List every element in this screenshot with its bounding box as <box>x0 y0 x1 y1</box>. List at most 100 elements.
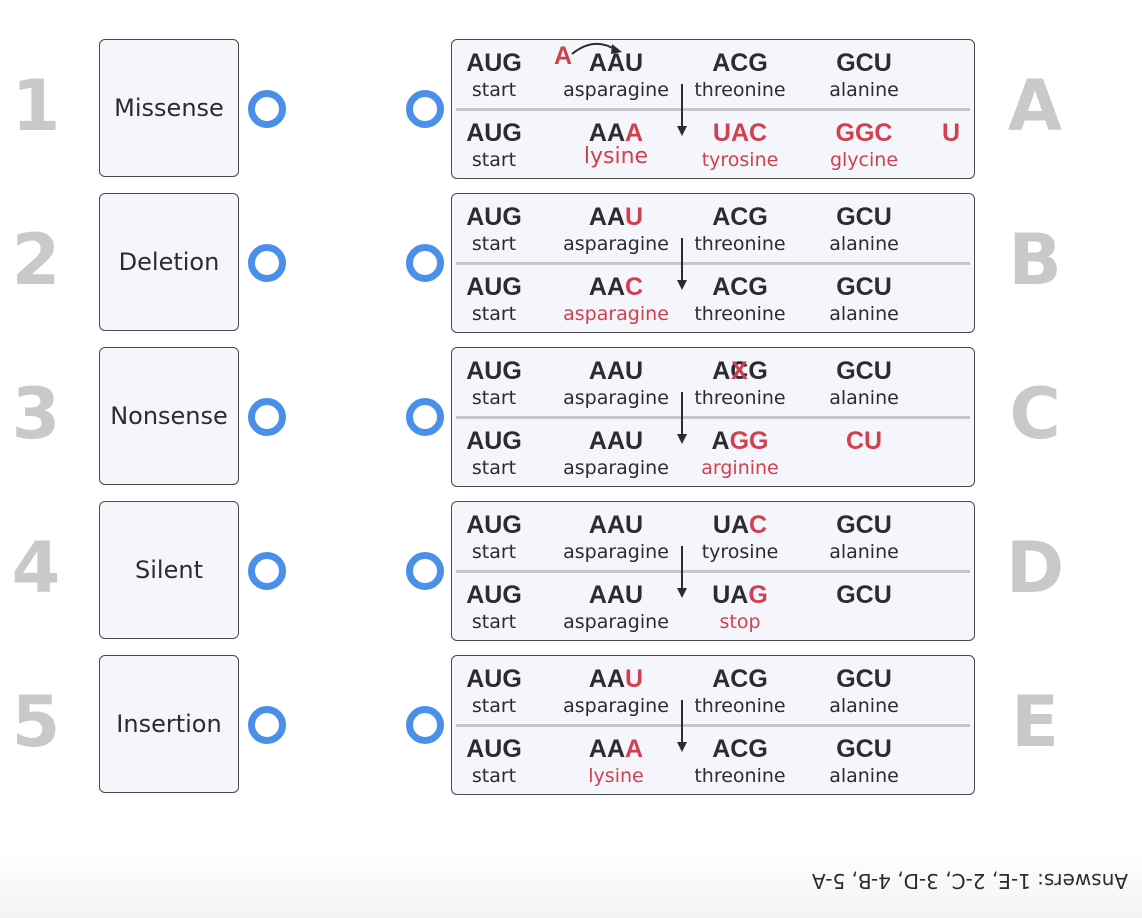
term-card[interactable]: Silent <box>99 501 239 639</box>
example-connector-dot[interactable] <box>406 90 444 128</box>
codon: GCU <box>804 203 924 231</box>
codon-base: C <box>625 273 644 301</box>
row-number: 4 <box>11 527 61 609</box>
amino-acid-label: threonine <box>694 303 786 325</box>
codon-base: AUG <box>466 665 522 693</box>
codon-base: GCU <box>836 581 892 609</box>
amino-acid-label: asparagine <box>563 303 669 325</box>
amino-acid-label: alanine <box>829 541 899 563</box>
amino-acid-label: asparagine <box>563 79 669 101</box>
amino-acid-label: alanine <box>829 303 899 325</box>
example-letter: C <box>1009 373 1061 455</box>
codon: AUG <box>434 665 554 693</box>
codon-base: CU <box>845 427 883 455</box>
amino-acid-label: start <box>471 765 517 787</box>
mutation-arrow-icon <box>677 238 687 290</box>
codon-base: GCU <box>836 357 892 385</box>
codon: CU <box>804 427 924 455</box>
codon-base: AA <box>588 273 626 301</box>
term-card[interactable]: Missense <box>99 39 239 177</box>
codon: ACG <box>680 273 800 301</box>
amino-acid-label: start <box>471 149 517 171</box>
amino-acid-label: asparagine <box>563 541 669 563</box>
row-divider <box>456 262 970 265</box>
deletion-mark: X <box>730 357 748 385</box>
row-divider <box>456 108 970 111</box>
codon: AAU <box>556 581 676 609</box>
codon: ACG <box>680 49 800 77</box>
codon-base: GCU <box>836 511 892 539</box>
amino-acid-label: threonine <box>694 765 786 787</box>
term-card[interactable]: Deletion <box>99 193 239 331</box>
example-connector-dot[interactable] <box>406 552 444 590</box>
example-connector-dot[interactable] <box>406 398 444 436</box>
row-number: 1 <box>11 65 61 147</box>
row-divider <box>456 724 970 727</box>
example-letter: B <box>1008 219 1062 301</box>
codon-base: AA <box>588 735 626 763</box>
codon-base: U <box>625 665 644 693</box>
term-connector-dot[interactable] <box>248 244 286 282</box>
row-number: 3 <box>11 373 61 455</box>
term-card[interactable]: Nonsense <box>99 347 239 485</box>
codon: GCU <box>804 273 924 301</box>
codon: AAA <box>556 735 676 763</box>
amino-acid-label: start <box>471 387 517 409</box>
codon: GCU <box>804 49 924 77</box>
codon: AUG <box>434 735 554 763</box>
mutation-arrow-icon <box>677 84 687 136</box>
amino-acid-label: asparagine <box>563 457 669 479</box>
codon-base: AAU <box>588 511 644 539</box>
row-divider <box>456 416 970 419</box>
codon: GCU <box>804 357 924 385</box>
term-connector-dot[interactable] <box>248 398 286 436</box>
codon: AUG <box>434 581 554 609</box>
codon-base: AA <box>588 119 626 147</box>
codon-base: AUG <box>466 203 522 231</box>
codon-base: GG <box>729 427 769 455</box>
amino-acid-label: start <box>471 79 517 101</box>
codon-base: GCU <box>836 49 892 77</box>
codon-base: GGC <box>835 119 893 147</box>
codon: GGC <box>804 119 924 147</box>
codon-base: AUG <box>466 273 522 301</box>
amino-acid-label: alanine <box>829 765 899 787</box>
codon: AAA <box>556 119 676 147</box>
example-connector-dot[interactable] <box>406 706 444 744</box>
codon-base: G <box>748 357 768 385</box>
amino-acid-label: stop <box>719 611 761 633</box>
term-card[interactable]: Insertion <box>99 655 239 793</box>
codon-base: A <box>625 119 644 147</box>
amino-acid-label: threonine <box>694 695 786 717</box>
mutation-arrow-icon <box>677 546 687 598</box>
codon: AUG <box>434 49 554 77</box>
codon: AAC <box>556 273 676 301</box>
mutation-arrow-icon <box>677 392 687 444</box>
codon-base: AAU <box>588 357 644 385</box>
amino-acid-label: tyrosine <box>701 541 779 563</box>
codon: AUG <box>434 511 554 539</box>
codon: GCU <box>804 511 924 539</box>
amino-acid-label: lysine <box>588 765 644 787</box>
term-connector-dot[interactable] <box>248 706 286 744</box>
codon-base: ACG <box>712 273 768 301</box>
codon-base: AUG <box>466 581 522 609</box>
codon: GCU <box>804 735 924 763</box>
codon-base: GCU <box>836 735 892 763</box>
example-connector-dot[interactable] <box>406 244 444 282</box>
amino-acid-label: arginine <box>701 457 779 479</box>
term-connector-dot[interactable] <box>248 90 286 128</box>
codon-base: GCU <box>836 203 892 231</box>
term-connector-dot[interactable] <box>248 552 286 590</box>
codon-base: AUG <box>466 511 522 539</box>
codon-base: A <box>711 427 730 455</box>
codon: AGG <box>680 427 800 455</box>
codon: ACG <box>680 203 800 231</box>
amino-acid-label: start <box>471 611 517 633</box>
